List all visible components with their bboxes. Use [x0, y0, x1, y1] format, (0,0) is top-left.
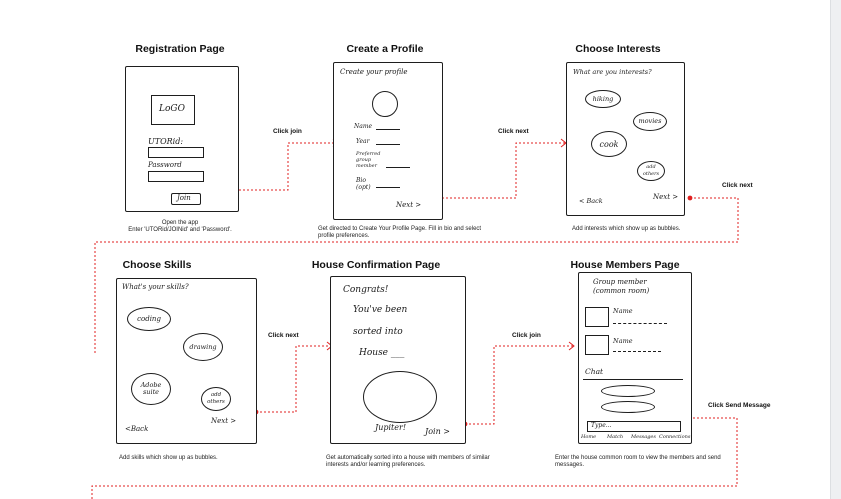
message-input — [587, 421, 681, 432]
house-name: Jupiter! — [375, 423, 407, 432]
bubble-hiking: hiking — [585, 90, 621, 108]
transition-label: Click join — [512, 332, 541, 339]
page-edge — [830, 0, 841, 499]
avatar-icon — [372, 91, 398, 117]
house-crest-circle — [363, 371, 437, 423]
chat-heading: Chat — [585, 367, 604, 376]
arrowhead-4 — [568, 341, 575, 351]
step-caption: Add interests which show up as bubbles. — [572, 226, 681, 232]
bubble-add-others: add others — [201, 387, 231, 411]
member-avatar-icon — [585, 335, 609, 355]
connector-join-1 — [227, 142, 338, 191]
step-title: House Members Page — [570, 259, 680, 271]
transition-label: Click next — [498, 128, 529, 135]
connector-join-2 — [465, 345, 574, 425]
skills-sketch: What's your skills? coding drawing Adobe… — [116, 278, 257, 444]
member-line — [613, 323, 667, 324]
bubble-movies: movies — [633, 112, 667, 131]
year-line — [376, 144, 400, 145]
password-field — [148, 171, 204, 182]
group-heading: Group member (common room) — [593, 278, 650, 295]
bubble-add-others: add others — [637, 161, 665, 181]
registration-sketch: LoGO UTORid: Password Join — [125, 66, 239, 212]
back-label: <Back — [125, 425, 149, 433]
next-label: Next > — [211, 417, 237, 425]
connector-next-3 — [256, 345, 332, 413]
step-title: Choose Interests — [575, 43, 661, 55]
step-caption: Get automatically sorted into a house wi… — [326, 455, 490, 468]
interests-sketch: What are you interests? hiking movies co… — [566, 62, 685, 216]
profile-sketch: Create your profile Name Year Preferred … — [333, 62, 443, 220]
house-confirm-sketch: Congrats! You've been sorted into House … — [330, 276, 466, 444]
step-title: Registration Page — [135, 43, 225, 55]
house-members-sketch: Group member (common room) Name Name Cha… — [578, 272, 692, 444]
logo-text: LoGO — [159, 104, 185, 114]
name-label: Name — [354, 123, 373, 130]
next-label: Next > — [653, 193, 679, 201]
transition-label: Click next — [722, 182, 753, 189]
back-label: < Back — [579, 197, 603, 205]
type-placeholder: Type... — [591, 422, 612, 429]
nav-home: Home — [581, 434, 597, 440]
chat-bubble — [601, 385, 655, 397]
bubble-coding: coding — [127, 307, 171, 331]
bio-line — [376, 187, 400, 188]
skills-heading: What's your skills? — [122, 283, 189, 291]
chat-bubble — [601, 401, 655, 413]
member-name: Name — [613, 337, 633, 345]
utorid-label: UTORid: — [148, 137, 184, 146]
nav-connections: Connections — [659, 434, 691, 440]
profile-heading: Create your profile — [340, 68, 408, 76]
chat-divider — [583, 379, 683, 380]
bubble-drawing: drawing — [183, 333, 223, 361]
preferred-line — [386, 167, 410, 168]
step-caption: Open the app Enter 'UTORid/JOINid' and '… — [128, 220, 232, 233]
year-label: Year — [356, 138, 370, 145]
step-title: Choose Skills — [122, 259, 192, 271]
transition-label: Click join — [273, 128, 302, 135]
step-title: Create a Profile — [346, 43, 424, 55]
step-title: House Confirmation Page — [311, 259, 441, 271]
sorted-line-2: sorted into — [353, 327, 403, 337]
member-line — [613, 351, 661, 352]
bio-label: Bio (opt) — [356, 177, 371, 191]
join-label: Join — [177, 194, 191, 202]
step-caption: Enter the house common room to view the … — [555, 455, 721, 468]
bubble-cook: cook — [591, 131, 627, 157]
logo-box — [151, 95, 195, 125]
sorted-line-3: House ___ — [359, 348, 405, 358]
nav-match: Match — [607, 434, 624, 440]
preferred-label: Preferred group member — [356, 151, 381, 169]
utorid-field — [148, 147, 204, 158]
join-label: Join > — [425, 427, 450, 436]
member-name: Name — [613, 307, 633, 315]
transition-label: Click next — [268, 332, 299, 339]
connector-next-1 — [430, 142, 566, 199]
interests-heading: What are you interests? — [573, 68, 652, 76]
name-line — [376, 129, 400, 130]
step-caption: Add skills which show up as bubbles. — [119, 455, 218, 461]
step-caption: Get directed to Create Your Profile Page… — [318, 226, 482, 239]
congrats-line: Congrats! — [343, 285, 389, 295]
transition-label: Click Send Message — [708, 402, 771, 409]
sorted-line-1: You've been — [353, 305, 408, 315]
member-avatar-icon — [585, 307, 609, 327]
next-label: Next > — [396, 201, 422, 209]
bubble-adobe-suite: Adobe suite — [131, 373, 171, 405]
nav-messages: Messages — [631, 434, 656, 440]
join-button — [171, 193, 201, 205]
password-label: Password — [148, 161, 182, 169]
flow-dot-3 — [687, 195, 693, 201]
